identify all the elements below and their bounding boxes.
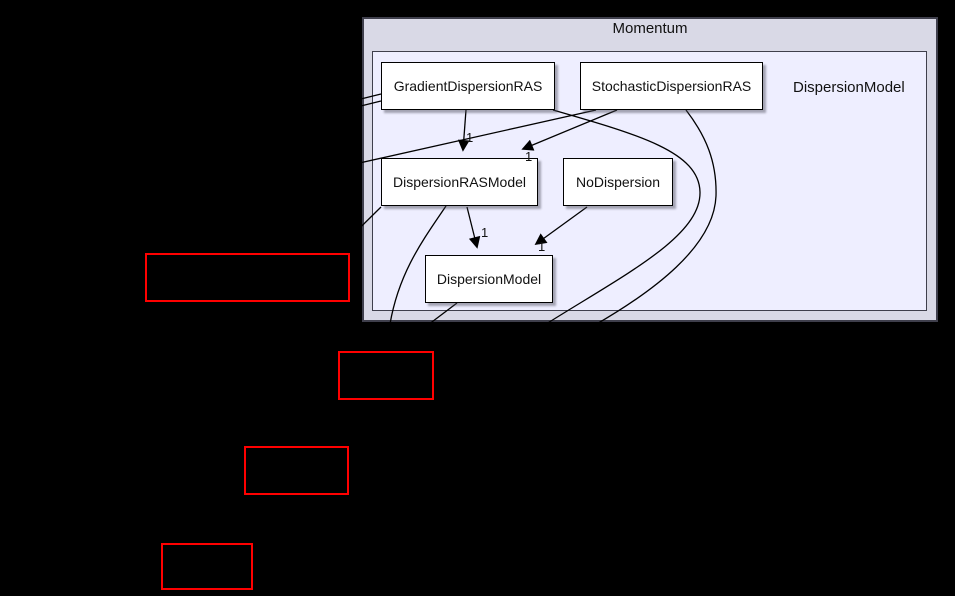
edge-label-stochastic-rasmodel[interactable]: 1 xyxy=(525,149,533,164)
edge-label-rasmodel-dispersionmodel[interactable]: 1 xyxy=(481,225,489,240)
edge-stochastic-to-external-left xyxy=(287,109,597,180)
edge-rasmodel-to-external-bottom xyxy=(384,205,447,353)
edge-rasmodel-to-dispersionmodel xyxy=(466,206,481,249)
edge-dispersionmodel-to-external xyxy=(415,302,458,335)
edge-gradient-to-external-a xyxy=(287,93,382,118)
external-node-truncated-1[interactable] xyxy=(145,253,350,302)
node-stochasticdispersionras[interactable]: StochasticDispersionRAS xyxy=(580,62,763,110)
node-dispersionmodel[interactable]: DispersionModel xyxy=(425,255,553,303)
cluster-momentum-label[interactable]: Momentum xyxy=(612,20,688,37)
node-dispersionrasmodel[interactable]: DispersionRASModel xyxy=(381,158,538,206)
edge-gradient-around-right xyxy=(514,109,701,345)
cluster-dispersionmodel-label[interactable]: DispersionModel xyxy=(793,79,905,96)
external-node-truncated-2[interactable] xyxy=(338,351,434,400)
edge-label-nodispersion-dispersionmodel[interactable]: 1 xyxy=(538,239,546,254)
external-node-truncated-3[interactable] xyxy=(244,446,349,495)
edge-gradient-to-external-b xyxy=(287,100,382,125)
node-nodispersion[interactable]: NoDispersion xyxy=(563,158,673,206)
edge-rasmodel-to-external-left xyxy=(307,206,382,280)
external-node-truncated-4[interactable] xyxy=(161,543,253,590)
node-gradientdispersionras[interactable]: GradientDispersionRAS xyxy=(381,62,555,110)
edge-label-gradient-rasmodel[interactable]: 1 xyxy=(466,130,474,145)
edge-nodispersion-to-dispersionmodel xyxy=(534,206,588,246)
edge-stochastic-around-right xyxy=(572,109,717,340)
edge-stochastic-to-rasmodel xyxy=(521,109,618,151)
edge-gradient-to-rasmodel xyxy=(457,109,470,152)
